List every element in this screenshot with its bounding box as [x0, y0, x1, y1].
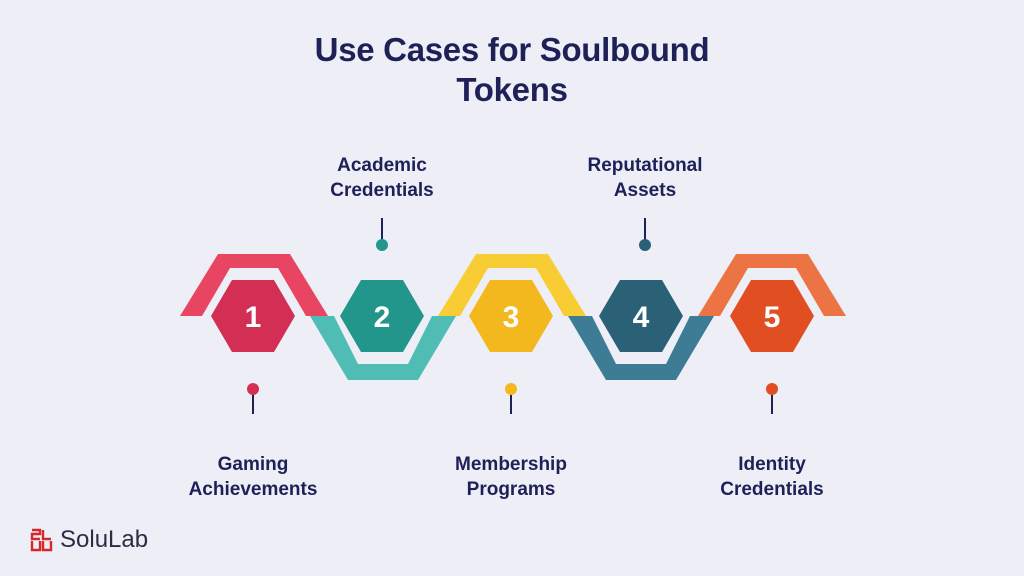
solulab-logo-icon	[30, 528, 53, 552]
hexagon-3	[469, 280, 553, 352]
hexagon-number-1: 1	[245, 301, 262, 334]
hexagon-2	[340, 280, 424, 352]
label-5-line-2: Credentials	[720, 479, 824, 500]
hexagon-4	[599, 280, 683, 352]
label-gaming-achievements: Gaming Achievements	[153, 452, 353, 502]
hexagon-5	[730, 280, 814, 352]
hexagon-number-2: 2	[374, 301, 391, 334]
label-2-line-2: Credentials	[330, 180, 434, 201]
label-4-line-1: Reputational	[587, 155, 703, 176]
band-2	[310, 316, 456, 380]
title-line-1: Use Cases for Soulbound	[314, 31, 710, 68]
label-reputational-assets: Reputational Assets	[545, 153, 745, 203]
hexagon-number-4: 4	[633, 301, 650, 334]
connector-dot-5	[766, 383, 778, 395]
label-membership-programs: Membership Programs	[411, 452, 611, 502]
hexagon-number-5: 5	[764, 301, 781, 334]
band-4	[568, 316, 714, 380]
connector-dot-1	[247, 383, 259, 395]
hexagon-1	[211, 280, 295, 352]
band-5	[698, 254, 846, 316]
label-1-line-2: Achievements	[188, 479, 318, 500]
connector-dot-3	[505, 383, 517, 395]
title-line-2: Tokens	[456, 71, 568, 108]
page-title: Use Cases for Soulbound Tokens	[0, 30, 1024, 110]
band-1	[180, 254, 328, 316]
label-identity-credentials: Identity Credentials	[672, 452, 872, 502]
label-3-line-2: Programs	[466, 479, 556, 500]
logo-text: SoluLab	[60, 526, 149, 553]
band-3	[438, 254, 586, 316]
label-2-line-1: Academic	[337, 155, 427, 176]
label-3-line-1: Membership	[455, 454, 567, 475]
label-1-line-1: Gaming	[217, 454, 289, 475]
connector-dot-4	[639, 239, 651, 251]
hexagon-number-3: 3	[503, 301, 520, 334]
label-5-line-1: Identity	[738, 454, 806, 475]
solulab-logo: SoluLab	[30, 524, 148, 556]
label-academic-credentials: Academic Credentials	[282, 153, 482, 203]
label-4-line-2: Assets	[613, 180, 677, 201]
connector-dot-2	[376, 239, 388, 251]
